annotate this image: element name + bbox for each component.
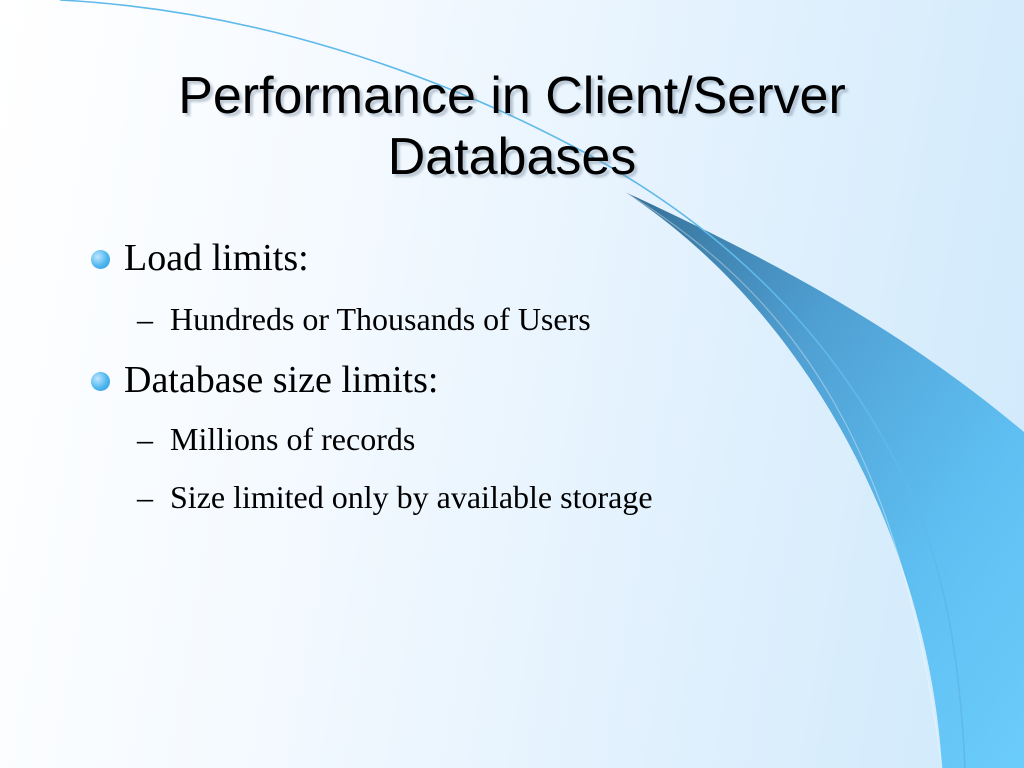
sub-bullet-text: Size limited only by available storage: [170, 479, 653, 515]
bullet-text: Load limits:: [124, 237, 309, 279]
slide-title-line-2: Databases: [387, 128, 637, 186]
dash-marker-icon: –: [137, 479, 153, 515]
sub-bullet-text: Millions of records: [170, 421, 416, 457]
dash-marker-icon: –: [137, 421, 153, 457]
sub-bullet-text: Hundreds or Thousands of Users: [170, 301, 591, 337]
dash-marker-icon: –: [137, 301, 153, 337]
bullet-dot-icon: [91, 250, 110, 269]
bullet-text: Database size limits:: [124, 359, 439, 401]
slide-title-line-1: Performance in Client/Server: [178, 67, 846, 125]
slide-title: Performance in Client/Server Databases: [40, 66, 984, 188]
bullet-dot-icon: [91, 372, 110, 391]
